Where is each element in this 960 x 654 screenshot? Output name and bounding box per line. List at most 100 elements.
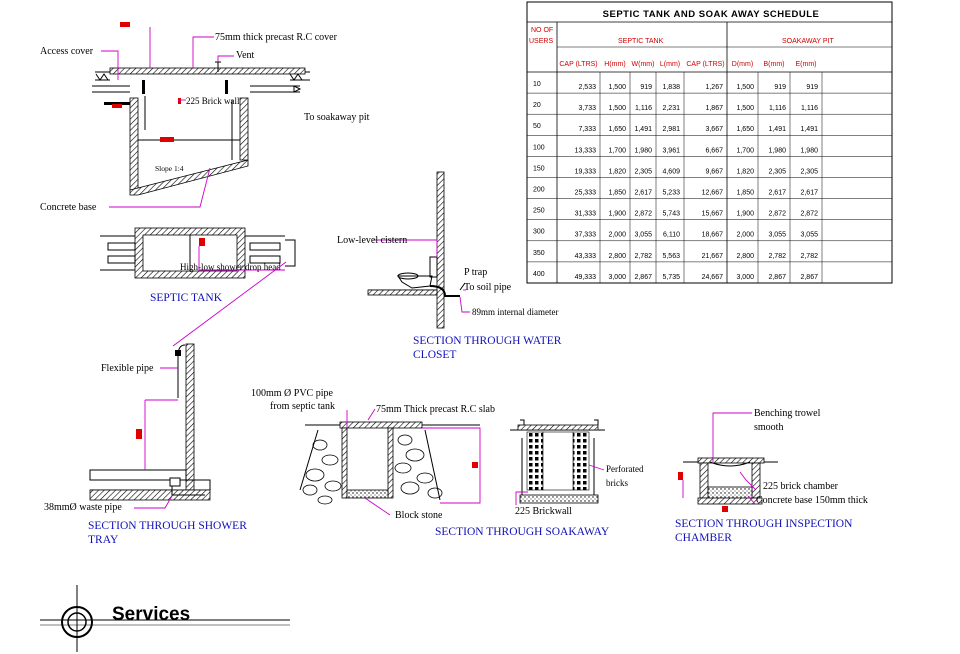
schedule-table: SEPTIC TANK AND SOAK AWAY SCHEDULE NO OF…: [526, 1, 893, 284]
schedule-users-cell: 250: [533, 208, 545, 215]
schedule-cell: 3,000: [736, 274, 754, 281]
schedule-cell: 2,617: [768, 190, 786, 197]
label-pvc-pipe-1: 100mm Ø PVC pipe: [251, 388, 334, 399]
schedule-cell: 2,981: [662, 126, 680, 133]
schedule-cell: 1,900: [736, 211, 754, 218]
schedule-cell: 1,500: [736, 105, 754, 112]
schedule-cell: 5,563: [662, 253, 680, 260]
label-waste-pipe: 38mmØ waste pipe: [44, 502, 122, 513]
schedule-cell: 5,233: [662, 190, 680, 197]
label-flexible-pipe: Flexible pipe: [101, 363, 154, 374]
inspection-chamber-section: Benching trowel smooth 225 brick chamber…: [675, 408, 868, 544]
schedule-cell: 1,867: [705, 105, 723, 112]
label-pvc-pipe-2: from septic tank: [270, 401, 335, 412]
page-title: Services: [112, 604, 190, 625]
label-to-soakaway: To soakaway pit: [304, 112, 370, 123]
schedule-cell: 2,305: [634, 168, 652, 175]
label-concrete-base: Concrete base: [40, 202, 97, 213]
schedule-cell: 2,800: [736, 253, 754, 260]
schedule-cell: 2,231: [662, 105, 680, 112]
title-block: Services: [40, 585, 290, 652]
caption-septic-tank: SEPTIC TANK: [150, 292, 223, 304]
schedule-cell: 5,735: [662, 274, 680, 281]
label-cistern: Low-level cistern: [337, 235, 407, 246]
schedule-cell: 1,491: [768, 126, 786, 133]
schedule-cell: 1,116: [635, 105, 652, 112]
septic-tank-plan: SEPTIC TANK High-low shower drop head: [100, 227, 296, 304]
schedule-cell: 2,782: [800, 253, 818, 260]
schedule-users-header-2: USERS: [529, 38, 553, 45]
caption-shower-tray-2: TRAY: [88, 534, 119, 546]
schedule-cell: 1,500: [608, 105, 626, 112]
section-marker-icon: [61, 606, 93, 638]
schedule-cell: 2,872: [768, 211, 786, 218]
schedule-cell: 6,110: [663, 232, 680, 239]
caption-water-closet-2: CLOSET: [413, 349, 456, 361]
schedule-cell: 3,055: [768, 232, 786, 239]
label-rc-cover: 75mm thick precast R.C cover: [215, 32, 338, 43]
schedule-cell: 1,700: [736, 147, 754, 154]
schedule-column-header: CAP (LTRS): [686, 61, 724, 68]
soakaway-pit-perforated: Perforated bricks 225 Brickwall: [510, 419, 644, 517]
schedule-cell: 1,650: [608, 126, 626, 133]
schedule-users-cell: 10: [533, 81, 541, 88]
water-closet-section: Low-level cistern P trap To soil pipe 89…: [337, 171, 562, 361]
schedule-column-header: D(mm): [732, 61, 753, 68]
label-concrete-base-ic: Concrete base 150mm thick: [756, 495, 868, 506]
schedule-cell: 2,782: [768, 253, 786, 260]
schedule-cell: 2,872: [634, 211, 652, 218]
label-slope: Slope 1:4: [155, 164, 184, 173]
schedule-cell: 18,667: [702, 232, 724, 239]
schedule-cell: 5,743: [662, 211, 680, 218]
schedule-users-cell: 200: [533, 187, 545, 194]
soakaway-section: 100mm Ø PVC pipe from septic tank 75mm T…: [251, 388, 610, 538]
schedule-cell: 2,305: [768, 168, 786, 175]
caption-water-closet-1: SECTION THROUGH WATER: [413, 335, 562, 347]
schedule-cell: 2,800: [608, 253, 626, 260]
schedule-users-header-1: NO OF: [531, 27, 553, 34]
schedule-cell: 6,667: [705, 147, 723, 154]
schedule-cell: 43,333: [575, 253, 597, 260]
label-brick-wall: 225 Brick wall: [186, 96, 240, 106]
schedule-cell: 2,867: [800, 274, 818, 281]
label-perforated-2: bricks: [606, 478, 628, 488]
label-benching-2: smooth: [754, 422, 783, 433]
schedule-cell: 1,267: [705, 84, 723, 91]
schedule-cell: 1,850: [736, 190, 754, 197]
schedule-cell: 2,867: [768, 274, 786, 281]
label-vent: Vent: [236, 50, 255, 61]
schedule-cell: 3,667: [705, 126, 723, 133]
label-benching-1: Benching trowel: [754, 408, 821, 419]
schedule-column-header: L(mm): [660, 61, 680, 68]
schedule-cell: 1,820: [608, 168, 626, 175]
schedule-cell: 3,055: [800, 232, 818, 239]
schedule-cell: 3,055: [634, 232, 652, 239]
schedule-cell: 2,782: [634, 253, 652, 260]
schedule-cell: 2,872: [800, 211, 818, 218]
label-shower-drop-head: High-low shower drop head: [180, 262, 281, 272]
schedule-users-cell: 300: [533, 229, 545, 236]
schedule-group-septic: SEPTIC TANK: [618, 38, 664, 45]
schedule-cell: 21,667: [702, 253, 724, 260]
label-p-trap: P trap: [464, 267, 487, 278]
schedule-cell: 2,533: [578, 84, 596, 91]
label-block-stone: Block stone: [395, 510, 443, 521]
schedule-cell: 25,333: [575, 190, 597, 197]
label-soil-pipe: To soil pipe: [464, 282, 512, 293]
caption-shower-tray-1: SECTION THROUGH SHOWER: [88, 520, 247, 532]
schedule-cell: 7,333: [578, 126, 596, 133]
caption-inspection-2: CHAMBER: [675, 532, 732, 544]
septic-tank-section: Access cover 75mm thick precast R.C cove…: [40, 22, 370, 213]
schedule-cell: 1,491: [800, 126, 818, 133]
caption-soakaway: SECTION THROUGH SOAKAWAY: [435, 526, 610, 538]
schedule-cell: 2,000: [608, 232, 626, 239]
schedule-cell: 1,838: [662, 84, 680, 91]
schedule-cell: 3,733: [578, 105, 596, 112]
